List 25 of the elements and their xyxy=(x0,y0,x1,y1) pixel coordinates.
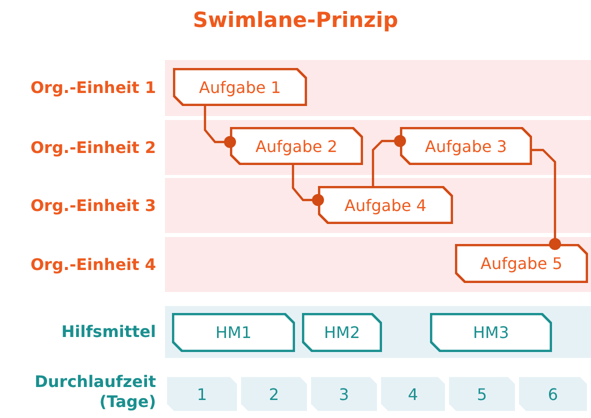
connector-line xyxy=(204,106,236,148)
task-box: Aufgabe 2 xyxy=(230,127,363,165)
lane-label: Hilfsmittel xyxy=(61,322,156,341)
task-box: Aufgabe 1 xyxy=(173,68,307,106)
axis-label: Durchlaufzeit (Tage) xyxy=(34,372,156,412)
day-cell: 5 xyxy=(448,376,516,412)
day-cell: 2 xyxy=(240,376,308,412)
lane-label: Org.-Einheit 4 xyxy=(30,254,156,274)
day-cell: 4 xyxy=(380,376,446,412)
connector-line xyxy=(292,165,324,206)
connector-line xyxy=(372,135,406,186)
lane-label: Org.-Einheit 1 xyxy=(30,78,156,97)
diagram-title: Swimlane-Prinzip xyxy=(192,8,400,32)
lane-label: Org.-Einheit 3 xyxy=(30,196,156,214)
day-cell: 1 xyxy=(166,376,238,412)
task-box: Aufgabe 5 xyxy=(455,244,588,283)
day-cell: 6 xyxy=(518,376,588,412)
connector-line xyxy=(532,148,561,250)
day-cell: 3 xyxy=(310,376,378,412)
task-box: Aufgabe 3 xyxy=(400,127,532,165)
task-box: Aufgabe 4 xyxy=(318,186,453,224)
lane-label: Org.-Einheit 2 xyxy=(30,138,156,156)
resource-box: HM3 xyxy=(430,313,552,352)
resource-box: HM2 xyxy=(302,313,382,352)
resource-box: HM1 xyxy=(172,313,295,352)
